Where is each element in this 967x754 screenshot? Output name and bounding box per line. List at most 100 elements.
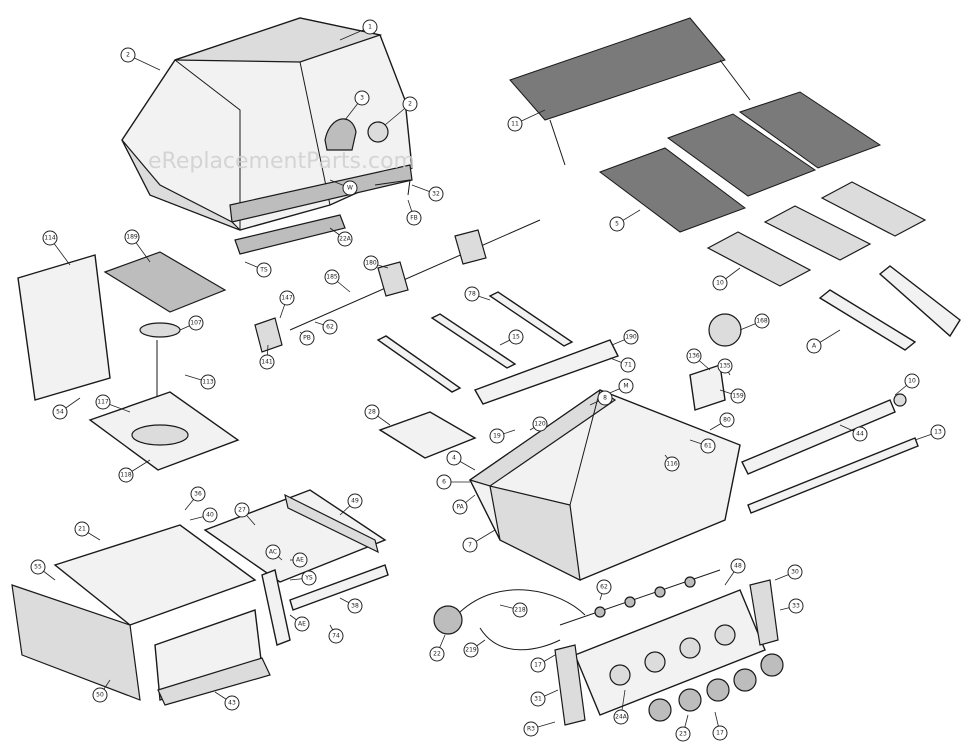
callout-label: 43	[228, 700, 236, 707]
callout-carryover-2: 71	[609, 357, 636, 373]
callout-label: 71	[624, 362, 632, 369]
callout-label: 44	[856, 431, 864, 438]
callout-cp-screw: 30	[774, 564, 803, 581]
flavorizer-bars	[706, 181, 927, 287]
callout-cart-brace: AE	[289, 614, 310, 632]
callout-label: 159	[732, 393, 744, 400]
callout-cross-tube: 13	[914, 424, 946, 441]
callout-bubble	[95, 394, 111, 410]
callout-label: 7	[468, 542, 472, 549]
callout-bubble	[299, 330, 315, 346]
callout-bubble	[188, 315, 204, 331]
callout-cart-leg: YS	[289, 570, 317, 586]
callout-label: 219	[465, 647, 477, 654]
callout-flavor-bar: 10	[712, 267, 741, 291]
callout-label: 141	[261, 359, 273, 366]
callout-bubble	[256, 262, 272, 278]
callout-bubble	[124, 229, 140, 245]
callout-bubble	[596, 579, 612, 595]
callout-label: 190	[625, 334, 637, 341]
callout-spit-fork: 180	[363, 255, 389, 271]
callout-control-panel: 48	[724, 558, 746, 586]
callout-bubble	[265, 544, 281, 560]
callout-lid-bolt: TS	[244, 261, 272, 278]
callout-bubble	[712, 275, 728, 291]
warming-rack	[509, 17, 751, 166]
callout-cart-rail: 27	[234, 502, 256, 526]
callout-cart-door: 55	[30, 559, 56, 581]
lid-front-bar	[234, 179, 411, 255]
callout-label: 38	[351, 603, 359, 610]
callout-bubble	[464, 286, 480, 302]
callout-bubble	[118, 467, 134, 483]
callout-bubble	[788, 598, 804, 614]
callout-bubble	[675, 726, 691, 742]
cooking-grids	[598, 91, 882, 233]
callout-carryover: 190	[611, 329, 639, 346]
callout-label: 114	[44, 235, 56, 242]
callout-fb-side: 6	[436, 474, 470, 490]
callout-knob-2: 17	[712, 711, 728, 741]
callout-bubble	[402, 96, 418, 112]
callout-spit-handle: 141	[259, 344, 275, 370]
callout-bubble	[337, 231, 353, 247]
callout-cart-clip: 36	[184, 486, 206, 511]
firebox	[468, 389, 741, 582]
callout-drip: 28	[364, 404, 391, 426]
callout-label: W	[347, 185, 353, 192]
callout-bubble	[362, 19, 378, 35]
callout-label: 61	[704, 443, 712, 450]
callout-bubble	[322, 319, 338, 335]
callout-side-valve: 113	[184, 374, 216, 390]
callout-manifold: 44	[839, 424, 868, 442]
callout-label: 28	[368, 409, 376, 416]
callout-label: 23	[679, 731, 687, 738]
callout-bubble	[620, 357, 636, 373]
callout-lid-strip: 22A	[329, 227, 353, 247]
callout-label: 78	[468, 291, 476, 298]
callout-cp-bracket: 31	[530, 689, 559, 707]
callout-bubble	[700, 438, 716, 454]
callout-label: 21	[78, 526, 86, 533]
callout-warm-rack: 11	[507, 109, 546, 132]
callout-bubble	[446, 450, 462, 466]
callout-bubble	[301, 570, 317, 586]
callout-bubble	[234, 502, 250, 518]
callout-bubble	[429, 646, 445, 662]
callout-fb-clip: M	[604, 378, 634, 396]
callout-cart-screw-2: AE	[290, 552, 308, 568]
callout-side-base: 118	[118, 459, 151, 483]
callout-bubble	[787, 564, 803, 580]
callout-label: 13	[934, 429, 942, 436]
callout-bubble	[508, 329, 524, 345]
callout-label: 50	[96, 692, 104, 699]
callout-label: 120	[534, 421, 546, 428]
callout-bubble	[530, 657, 546, 673]
callout-label: 74	[332, 633, 340, 640]
callout-bubble	[294, 616, 310, 632]
callout-side-burner: 107	[179, 315, 204, 331]
callout-bubble	[719, 412, 735, 428]
rotisserie	[254, 219, 541, 353]
callout-bubble	[730, 558, 746, 574]
callout-bubble	[623, 329, 639, 345]
callout-hose: 218	[499, 602, 528, 618]
callout-lid: 1	[339, 19, 378, 41]
callout-label: 10	[716, 280, 724, 287]
callout-label: AE	[298, 621, 306, 628]
callout-bubble	[597, 390, 613, 406]
callout-label: YS	[304, 575, 313, 582]
callout-bubble	[342, 180, 358, 196]
callout-label: TS	[259, 267, 268, 274]
callout-label: 80	[723, 417, 731, 424]
callout-bubble	[347, 493, 363, 509]
callout-bubble	[92, 687, 108, 703]
callout-bubble	[428, 186, 444, 202]
callout-label: 2	[408, 101, 412, 108]
callout-cart-bottom: 38	[339, 597, 363, 614]
callout-side-grate: 189	[124, 229, 151, 263]
callout-bubble	[74, 521, 90, 537]
callout-bubble	[686, 348, 702, 364]
callout-label: 17	[716, 730, 724, 737]
